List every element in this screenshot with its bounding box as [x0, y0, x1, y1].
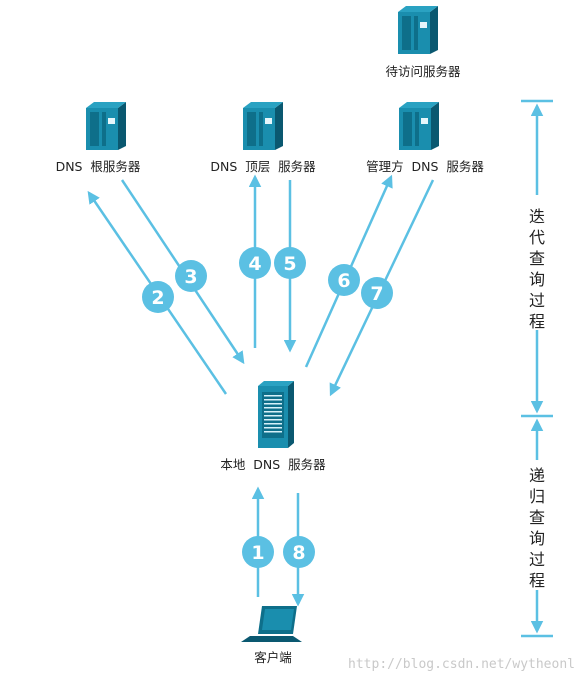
svg-text:程: 程 [529, 571, 545, 590]
step-badge-8: 8 [283, 536, 315, 568]
local-dns-server-icon [258, 381, 294, 448]
svg-text:代: 代 [529, 228, 545, 247]
step-badge-3: 3 [175, 260, 207, 292]
step-badge-6: 6 [328, 264, 360, 296]
svg-text:归: 归 [529, 487, 545, 506]
root-server-label: DNS 根服务器 [56, 159, 141, 174]
svg-text:询: 询 [529, 529, 545, 548]
step-badge-7: 7 [361, 277, 393, 309]
recursive-phase-label: 递 归 查 询 过 程 [529, 466, 545, 590]
svg-text:7: 7 [370, 283, 383, 305]
svg-text:过: 过 [529, 550, 545, 569]
step-badge-5: 5 [274, 247, 306, 279]
svg-text:8: 8 [292, 542, 305, 564]
svg-text:查: 查 [529, 508, 545, 527]
step-badge-1: 1 [242, 536, 274, 568]
step-badge-2: 2 [142, 281, 174, 313]
svg-text:询: 询 [529, 270, 545, 289]
tld-server-icon [243, 102, 283, 150]
svg-text:3: 3 [184, 266, 197, 288]
root-server-icon [86, 102, 126, 150]
svg-text:2: 2 [151, 287, 164, 309]
step-badge-4: 4 [239, 247, 271, 279]
svg-text:4: 4 [248, 253, 261, 275]
svg-text:迭: 迭 [529, 207, 545, 226]
iterative-phase-label: 迭 代 查 询 过 程 [529, 207, 545, 331]
target-server-icon [398, 6, 438, 54]
target-server-label: 待访问服务器 [385, 64, 461, 79]
svg-text:5: 5 [283, 253, 296, 275]
client-label: 客户端 [254, 650, 292, 665]
svg-text:程: 程 [529, 312, 545, 331]
authoritative-server-icon [399, 102, 439, 150]
watermark: http://blog.csdn.net/wytheonl [348, 657, 575, 672]
svg-text:1: 1 [251, 542, 264, 564]
client-laptop-icon [241, 606, 302, 642]
svg-text:过: 过 [529, 291, 545, 310]
local-dns-server-label: 本地 DNS 服务器 [220, 457, 326, 472]
svg-text:递: 递 [529, 466, 545, 485]
authoritative-server-label: 管理方 DNS 服务器 [366, 159, 484, 174]
svg-text:查: 查 [529, 249, 545, 268]
svg-text:6: 6 [337, 270, 350, 292]
tld-server-label: DNS 顶层 服务器 [210, 159, 316, 174]
